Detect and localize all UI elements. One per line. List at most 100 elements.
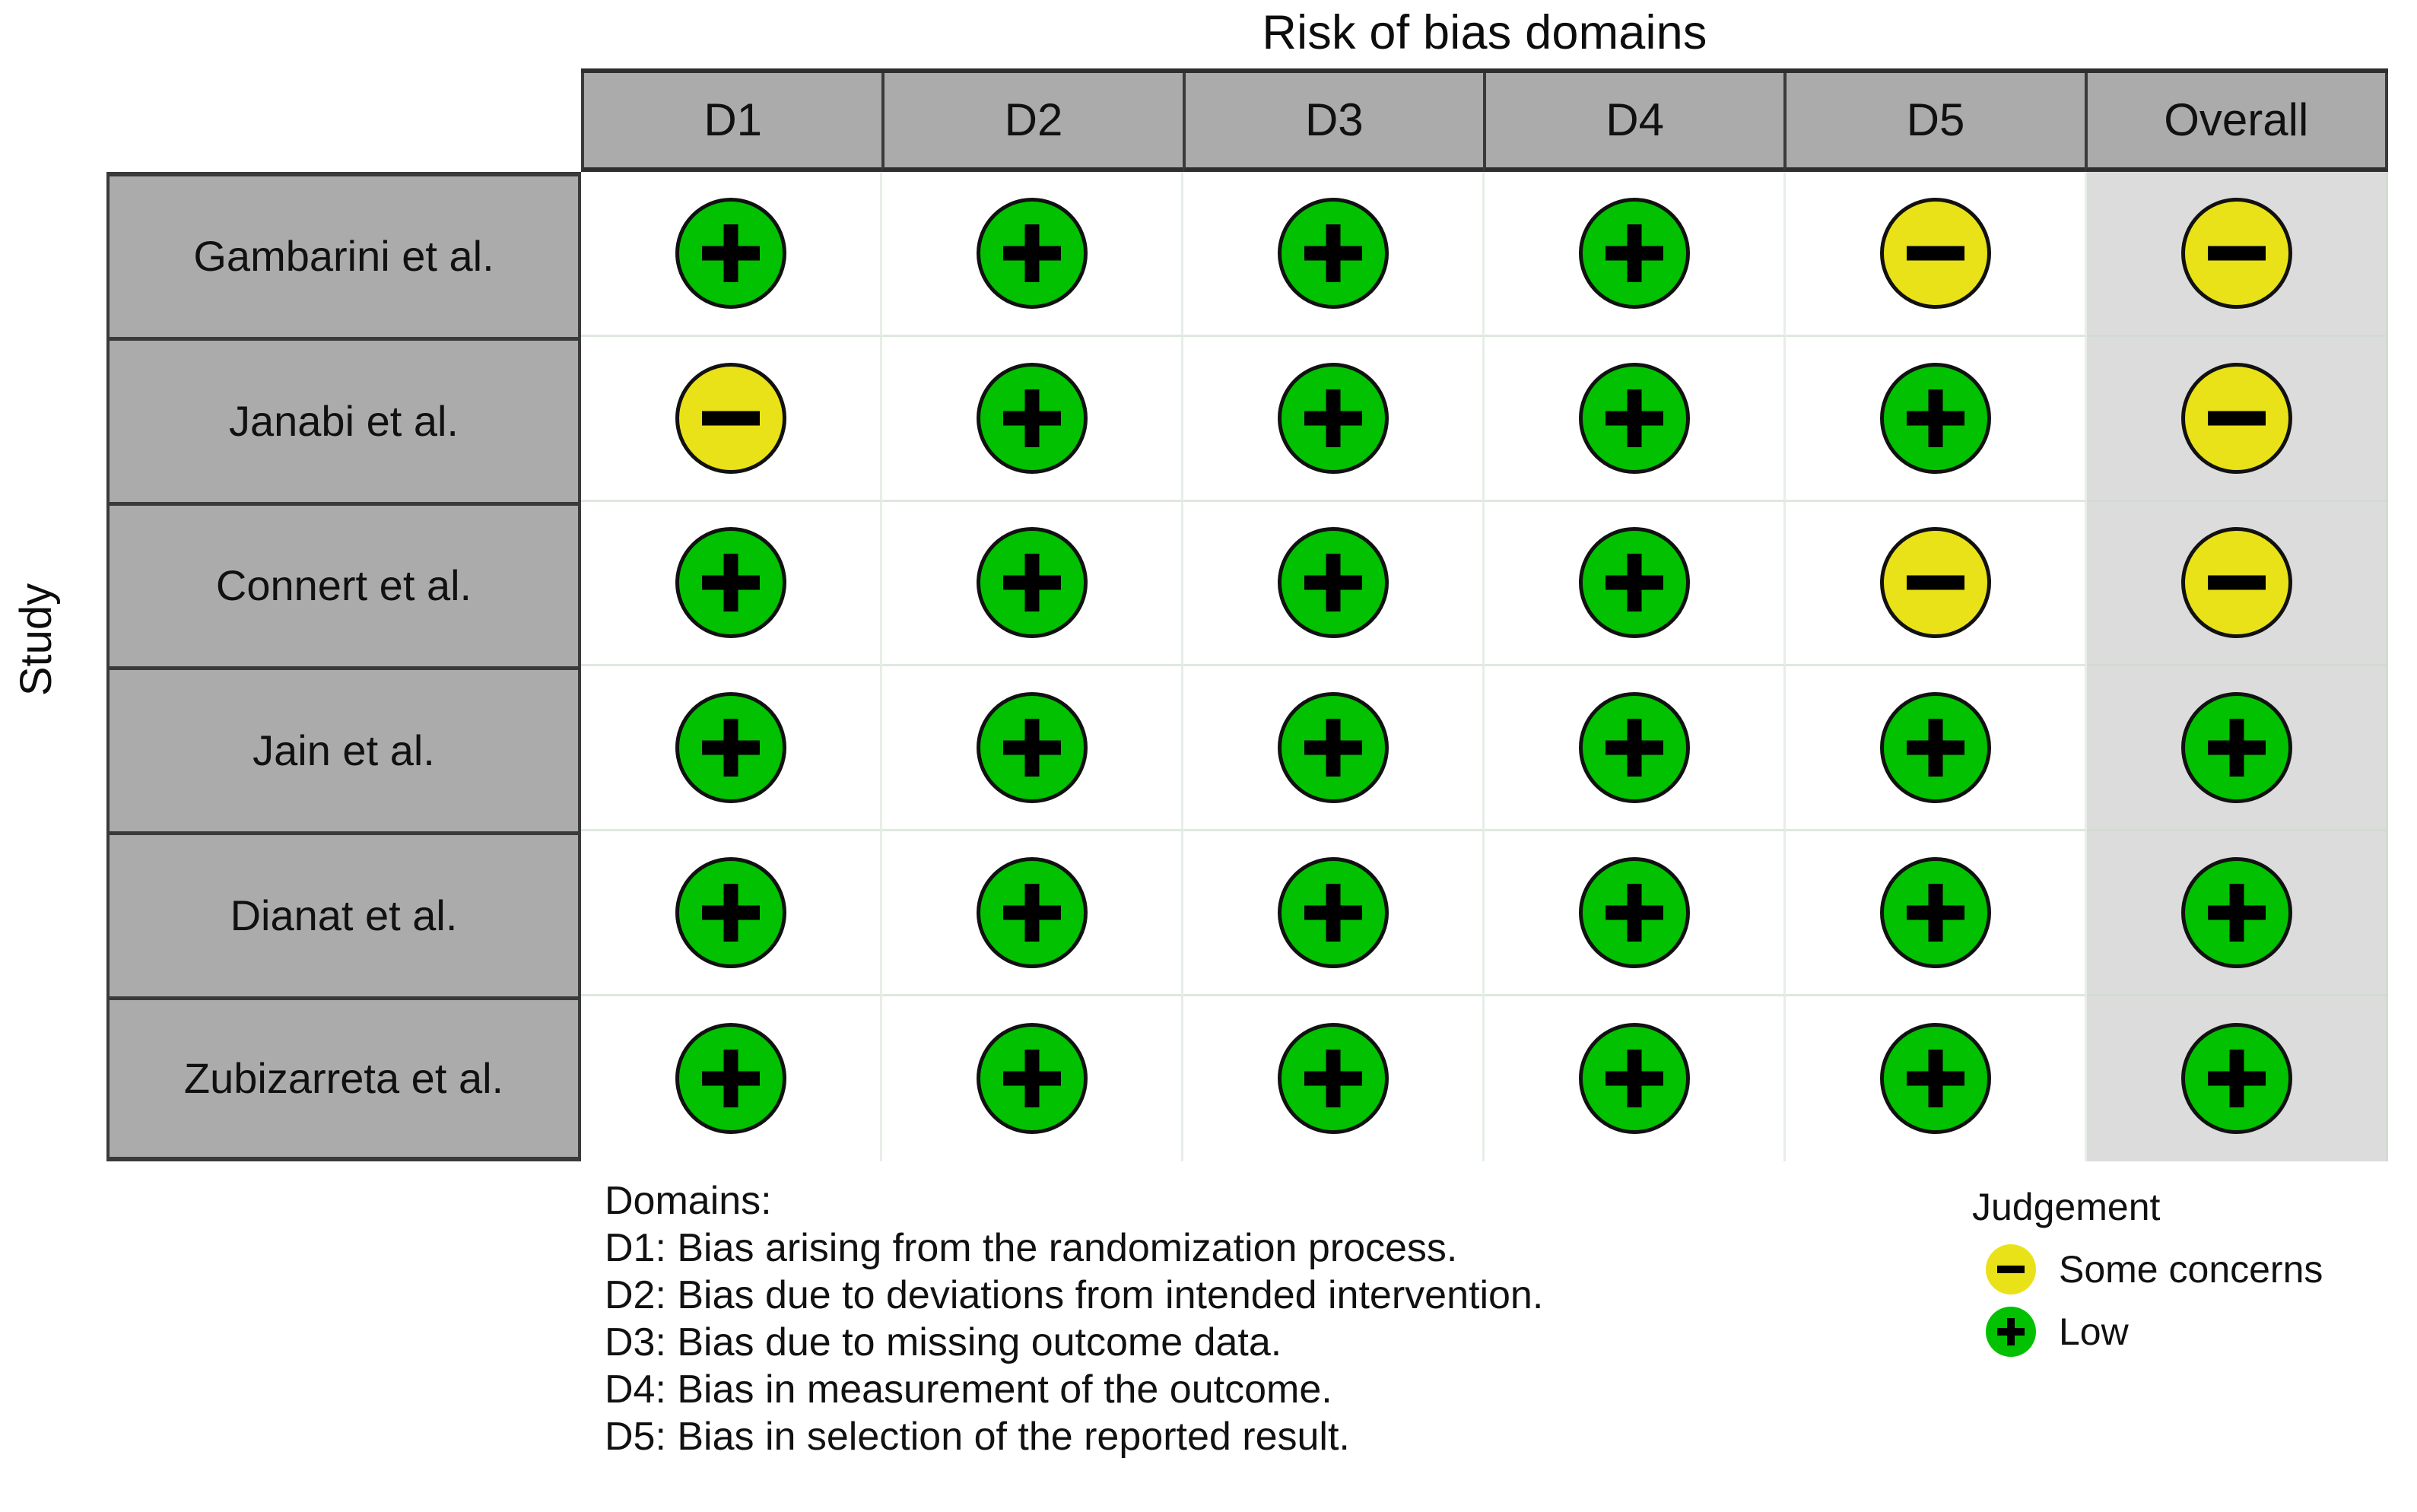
low-risk-icon: [675, 692, 786, 804]
cell-d5[interactable]: [1786, 172, 2087, 337]
page-title: Risk of bias domains: [1262, 6, 1707, 59]
cell-d2[interactable]: [882, 501, 1183, 667]
column-header-d5[interactable]: D5: [1783, 73, 2088, 172]
table-row: Connert et al.: [106, 501, 2388, 671]
some-concerns-icon: [1986, 1244, 2036, 1294]
low-risk-icon: [2180, 1023, 2292, 1135]
cell-d5[interactable]: [1786, 831, 2087, 996]
cell-d4[interactable]: [1485, 501, 1786, 667]
study-label[interactable]: Gambarini et al.: [106, 172, 581, 341]
low-risk-icon: [675, 527, 786, 639]
low-risk-icon: [675, 1023, 786, 1135]
cell-d4[interactable]: [1485, 831, 1786, 996]
low-risk-icon: [1578, 527, 1690, 639]
table-row: Jain et al.: [106, 666, 2388, 836]
cell-d1[interactable]: [581, 831, 882, 996]
low-risk-icon: [976, 197, 1088, 309]
table-row: Gambarini et al.: [106, 172, 2388, 341]
column-header-d1[interactable]: D1: [581, 73, 885, 172]
cell-overall[interactable]: [2087, 666, 2388, 832]
column-header-d2[interactable]: D2: [881, 73, 1186, 172]
low-risk-icon: [1879, 1023, 1991, 1135]
cell-d2[interactable]: [882, 666, 1183, 832]
cell-d1[interactable]: [581, 501, 882, 667]
low-risk-icon: [1277, 1023, 1389, 1135]
low-risk-icon: [1277, 362, 1389, 474]
cell-d3[interactable]: [1183, 501, 1485, 667]
legend-label-some-concerns: Some concerns: [2059, 1248, 2323, 1291]
legend-label-low: Low: [2059, 1310, 2129, 1353]
low-risk-icon: [1578, 197, 1690, 309]
cell-overall[interactable]: [2087, 996, 2388, 1161]
cell-d5[interactable]: [1786, 666, 2087, 832]
cell-d5[interactable]: [1786, 996, 2087, 1161]
cell-d4[interactable]: [1485, 172, 1786, 337]
some-concerns-icon: [1879, 197, 1991, 309]
cell-d5[interactable]: [1786, 336, 2087, 502]
cell-d3[interactable]: [1183, 336, 1485, 502]
table-row: Janabi et al.: [106, 336, 2388, 506]
low-risk-icon: [1277, 197, 1389, 309]
low-risk-icon: [976, 1023, 1088, 1135]
cell-d4[interactable]: [1485, 996, 1786, 1161]
cell-d3[interactable]: [1183, 666, 1485, 832]
study-label[interactable]: Connert et al.: [106, 501, 581, 671]
study-label[interactable]: Zubizarreta et al.: [106, 996, 581, 1161]
column-header-d3[interactable]: D3: [1182, 73, 1486, 172]
cell-d3[interactable]: [1183, 996, 1485, 1161]
cell-d1[interactable]: [581, 172, 882, 337]
domain-legend-d3: D3: Bias due to missing outcome data.: [605, 1320, 1282, 1364]
domain-header-row: D1 D2 D3 D4 D5 Overall: [581, 68, 2388, 172]
cell-d3[interactable]: [1183, 831, 1485, 996]
legend-item-low: Low: [1966, 1301, 2415, 1363]
low-risk-icon: [1277, 857, 1389, 969]
low-risk-icon: [675, 857, 786, 969]
some-concerns-icon: [2180, 527, 2292, 639]
low-risk-icon: [1879, 362, 1991, 474]
domain-legend-d5: D5: Bias in selection of the reported re…: [605, 1415, 1350, 1459]
table-row: Dianat et al.: [106, 831, 2388, 1000]
cell-d2[interactable]: [882, 172, 1183, 337]
some-concerns-icon: [675, 362, 786, 474]
domain-legend-d1: D1: Bias arising from the randomization …: [605, 1226, 1458, 1270]
cell-d4[interactable]: [1485, 666, 1786, 832]
low-risk-icon: [1578, 1023, 1690, 1135]
low-risk-icon: [976, 857, 1088, 969]
domain-legend-d4: D4: Bias in measurement of the outcome.: [605, 1367, 1332, 1412]
cell-d2[interactable]: [882, 336, 1183, 502]
study-label[interactable]: Dianat et al.: [106, 831, 581, 1000]
cell-d4[interactable]: [1485, 336, 1786, 502]
column-header-d4[interactable]: D4: [1482, 73, 1787, 172]
cell-d1[interactable]: [581, 996, 882, 1161]
some-concerns-icon: [2180, 362, 2292, 474]
study-label[interactable]: Jain et al.: [106, 666, 581, 836]
low-risk-icon: [1986, 1307, 2036, 1357]
low-risk-icon: [976, 692, 1088, 804]
domain-legend-d2: D2: Bias due to deviations from intended…: [605, 1273, 1544, 1317]
column-header-overall[interactable]: Overall: [2084, 73, 2388, 172]
low-risk-icon: [976, 527, 1088, 639]
judgement-legend-title: Judgement: [1972, 1186, 2161, 1228]
cell-d2[interactable]: [882, 996, 1183, 1161]
low-risk-icon: [2180, 692, 2292, 804]
cell-d3[interactable]: [1183, 172, 1485, 337]
low-risk-icon: [1578, 857, 1690, 969]
low-risk-icon: [1578, 692, 1690, 804]
cell-overall[interactable]: [2087, 501, 2388, 667]
cell-overall[interactable]: [2087, 336, 2388, 502]
low-risk-icon: [2180, 857, 2292, 969]
cell-d5[interactable]: [1786, 501, 2087, 667]
cell-overall[interactable]: [2087, 831, 2388, 996]
low-risk-icon: [976, 362, 1088, 474]
cell-d2[interactable]: [882, 831, 1183, 996]
some-concerns-icon: [1879, 527, 1991, 639]
cell-overall[interactable]: [2087, 172, 2388, 337]
cell-d1[interactable]: [581, 336, 882, 502]
judgement-legend: Judgement Some concerns Low: [1966, 1185, 2415, 1363]
cell-d1[interactable]: [581, 666, 882, 832]
study-label[interactable]: Janabi et al.: [106, 336, 581, 506]
domain-legend: Domains: D1: Bias arising from the rando…: [605, 1177, 1745, 1460]
domain-legend-heading: Domains:: [605, 1179, 772, 1223]
low-risk-icon: [1578, 362, 1690, 474]
axis-title-study: Study: [11, 583, 61, 697]
